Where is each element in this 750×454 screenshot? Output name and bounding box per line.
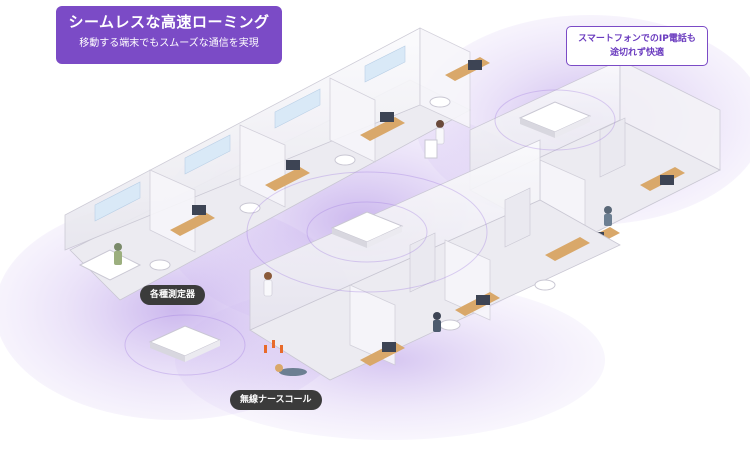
nurse-with-cart [424, 120, 445, 159]
access-point-right [518, 101, 592, 138]
callout-line-1: スマートフォンでのIP電話も [578, 34, 696, 44]
access-point-left [148, 325, 222, 362]
access-point-center [330, 211, 404, 248]
measuring-devices-label: 各種測定器 [140, 285, 206, 305]
callout-line-2: 途切れず快適 [609, 48, 664, 58]
nurse-call-alert-icon [264, 340, 283, 353]
headline-title: シームレスな高速ローミング [68, 13, 270, 31]
back-room-row [64, 27, 490, 301]
signal-waves [124, 89, 616, 376]
headline-subtitle: 移動する端末でもスムーズな通信を実現 [79, 38, 259, 49]
smartphone-callout: スマートフォンでのIP電話も 途切れず快適 [566, 26, 708, 66]
nurse-figure [263, 272, 273, 297]
nurse-call-label: 無線ナースコール [230, 390, 322, 410]
headline-box: シームレスな高速ローミング 移動する端末でもスムーズな通信を実現 [56, 6, 282, 64]
